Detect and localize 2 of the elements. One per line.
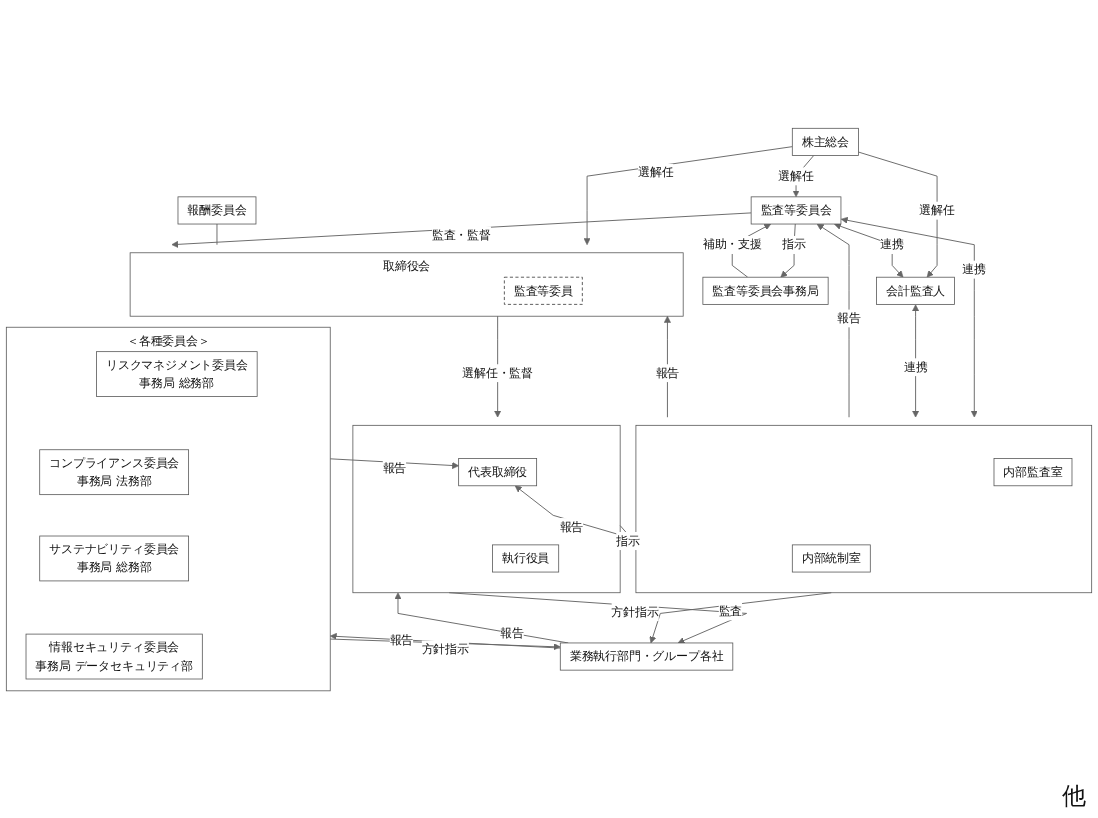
connector [216, 223, 218, 245]
note-text: 他 [1062, 780, 1086, 814]
